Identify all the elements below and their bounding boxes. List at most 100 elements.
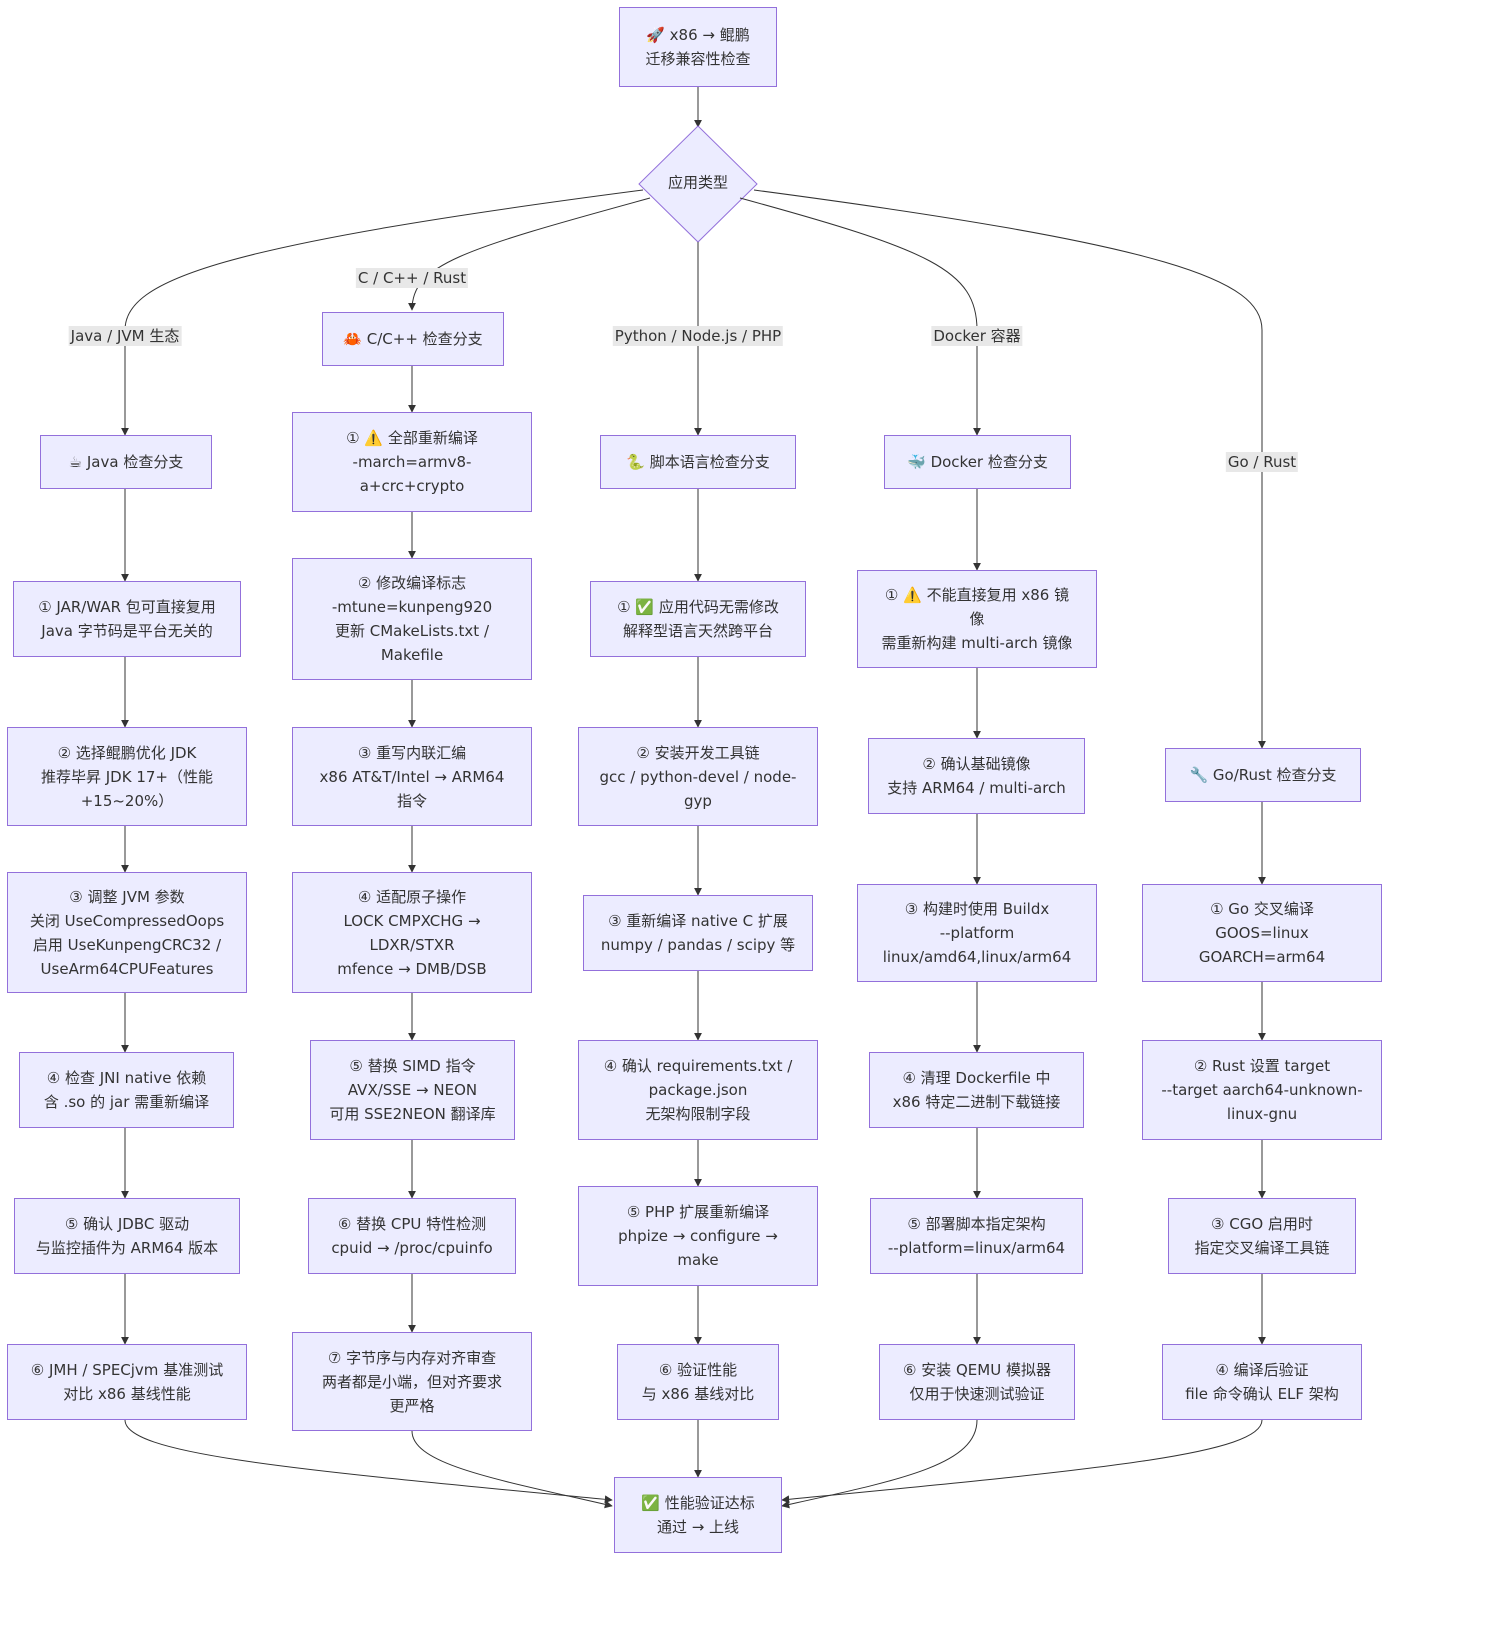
java-step-3[interactable]: ③ 调整 JVM 参数 关闭 UseCompressedOops 启用 UseK… xyxy=(7,872,247,993)
script-step-6-line-2: 与 x86 基线对比 xyxy=(641,1385,755,1403)
docker-step-6[interactable]: ⑥ 安装 QEMU 模拟器 仅用于快速测试验证 xyxy=(879,1344,1075,1420)
java-step-3-line-1: ③ 调整 JVM 参数 xyxy=(69,887,185,906)
c-step-5[interactable]: ⑤ 替换 SIMD 指令 AVX/SSE → NEON 可用 SSE2NEON … xyxy=(310,1040,515,1140)
c-step-4[interactable]: ④ 适配原子操作 LOCK CMPXCHG → LDXR/STXR mfence… xyxy=(292,872,532,993)
java-step-6-line-1: ⑥ JMH / SPECjvm 基准测试 xyxy=(30,1361,224,1379)
edge-decision-java xyxy=(121,189,644,436)
java-step-1-line-2: Java 字节码是平台无关的 xyxy=(41,622,213,640)
java-branch-header[interactable]: ☕ Java 检查分支 xyxy=(40,435,212,489)
docker-step-5[interactable]: ⑤ 部署脚本指定架构 --platform=linux/arm64 xyxy=(870,1198,1083,1274)
end-line-2: 通过 → 上线 xyxy=(656,1518,740,1536)
docker-step-1-line-1: ① ⚠️ 不能直接复用 x86 镜 xyxy=(884,586,1070,604)
edge-java-end xyxy=(124,1419,613,1504)
docker-step-3[interactable]: ③ 构建时使用 Buildx --platform linux/amd64,li… xyxy=(857,884,1097,982)
go-step-2[interactable]: ② Rust 设置 target --target aarch64-unknow… xyxy=(1142,1040,1382,1140)
script-step-3[interactable]: ③ 重新编译 native C 扩展 numpy / pandas / scip… xyxy=(583,895,813,971)
script-step-6[interactable]: ⑥ 验证性能 与 x86 基线对比 xyxy=(617,1344,779,1420)
edge-label-docker: Docker 容器 xyxy=(931,326,1023,346)
decision-label: 应用类型 xyxy=(667,173,729,192)
edge-decision-docker xyxy=(739,197,981,436)
go-step-1-line-2: GOOS=linux xyxy=(1215,924,1309,942)
edge-label-script: Python / Node.js / PHP xyxy=(612,326,784,346)
script-step-1-line-1: ① ✅ 应用代码无需修改 xyxy=(617,598,779,616)
java-step-4-line-2: 含 .so 的 jar 需重新编译 xyxy=(43,1093,210,1111)
c-step-5-line-1: ⑤ 替换 SIMD 指令 xyxy=(349,1057,476,1075)
docker-step-1-line-2: 像 xyxy=(969,610,985,628)
c-branch-header[interactable]: 🦀 C/C++ 检查分支 xyxy=(322,312,504,366)
docker-step-1[interactable]: ① ⚠️ 不能直接复用 x86 镜 像 需重新构建 multi-arch 镜像 xyxy=(857,570,1097,668)
java-step-1[interactable]: ① JAR/WAR 包可直接复用 Java 字节码是平台无关的 xyxy=(13,581,241,657)
script-step-2-line-3: gyp xyxy=(684,791,712,810)
docker-step-2[interactable]: ② 确认基础镜像 支持 ARM64 / multi-arch xyxy=(868,738,1085,814)
c-step-2-line-4: Makefile xyxy=(380,646,444,664)
go-step-1[interactable]: ① Go 交叉编译 GOOS=linux GOARCH=arm64 xyxy=(1142,884,1382,982)
go-step-4-line-1: ④ 编译后验证 xyxy=(1215,1361,1309,1379)
script-step-1-line-2: 解释型语言天然跨平台 xyxy=(622,622,773,640)
go-step-3-line-1: ③ CGO 启用时 xyxy=(1211,1215,1313,1233)
start-line-1: 🚀 x86 → 鲲鹏 xyxy=(646,26,750,44)
c-step-1-line-1: ① ⚠️ 全部重新编译 xyxy=(346,429,478,447)
script-step-6-line-1: ⑥ 验证性能 xyxy=(658,1361,738,1379)
go-step-2-line-1: ② Rust 设置 target xyxy=(1193,1057,1331,1075)
c-step-5-line-3: 可用 SSE2NEON 翻译库 xyxy=(329,1105,496,1123)
java-step-6[interactable]: ⑥ JMH / SPECjvm 基准测试 对比 x86 基线性能 xyxy=(7,1344,247,1420)
go-step-3[interactable]: ③ CGO 启用时 指定交叉编译工具链 xyxy=(1168,1198,1356,1274)
c-step-6-line-1: ⑥ 替换 CPU 特性检测 xyxy=(337,1215,487,1233)
docker-step-2-line-2: 支持 ARM64 / multi-arch xyxy=(887,779,1066,797)
go-step-2-line-2: --target aarch64-unknown- xyxy=(1161,1081,1363,1099)
start-node[interactable]: 🚀 x86 → 鲲鹏 迁移兼容性检查 xyxy=(619,7,777,87)
docker-step-6-line-1: ⑥ 安装 QEMU 模拟器 xyxy=(903,1361,1051,1379)
script-step-4-line-2: package.json xyxy=(648,1081,748,1099)
c-step-2[interactable]: ② 修改编译标志 -mtune=kunpeng920 更新 CMakeLists… xyxy=(292,558,532,680)
go-branch-header[interactable]: 🔧 Go/Rust 检查分支 xyxy=(1165,748,1361,802)
java-step-2-line-3: +15~20%） xyxy=(80,791,174,810)
java-step-2[interactable]: ② 选择鲲鹏优化 JDK 推荐毕昇 JDK 17+（性能 +15~20%） xyxy=(7,727,247,826)
docker-branch-header[interactable]: 🐳 Docker 检查分支 xyxy=(884,435,1071,489)
script-step-1[interactable]: ① ✅ 应用代码无需修改 解释型语言天然跨平台 xyxy=(590,581,806,657)
script-branch-header[interactable]: 🐍 脚本语言检查分支 xyxy=(600,435,796,489)
c-step-1-line-2: -march=armv8- xyxy=(352,453,472,471)
c-header-line-1: 🦀 C/C++ 检查分支 xyxy=(343,330,483,348)
c-step-4-line-3: LDXR/STXR xyxy=(369,935,455,954)
docker-step-3-line-2: --platform xyxy=(939,924,1015,942)
c-step-6[interactable]: ⑥ 替换 CPU 特性检测 cpuid → /proc/cpuinfo xyxy=(308,1198,516,1274)
script-step-2-line-1: ② 安装开发工具链 xyxy=(636,743,760,762)
c-step-7[interactable]: ⑦ 字节序与内存对齐审查 两者都是小端，但对齐要求 更严格 xyxy=(292,1332,532,1431)
script-step-5[interactable]: ⑤ PHP 扩展重新编译 phpize → configure → make xyxy=(578,1186,818,1286)
edge-c-end xyxy=(411,1430,613,1509)
edge-label-go: Go / Rust xyxy=(1225,452,1299,472)
script-header-line-1: 🐍 脚本语言检查分支 xyxy=(626,453,770,471)
end-line-1: ✅ 性能验证达标 xyxy=(641,1494,755,1512)
java-step-5-line-2: 与监控插件为 ARM64 版本 xyxy=(35,1239,219,1257)
docker-step-2-line-1: ② 确认基础镜像 xyxy=(922,755,1031,773)
java-header-line-1: ☕ Java 检查分支 xyxy=(68,453,184,471)
edge-decision-c xyxy=(408,197,651,311)
script-step-4-line-3: 无架构限制字段 xyxy=(645,1105,751,1123)
end-node[interactable]: ✅ 性能验证达标 通过 → 上线 xyxy=(614,1477,782,1553)
script-step-4[interactable]: ④ 确认 requirements.txt / package.json 无架构… xyxy=(578,1040,818,1140)
script-step-5-line-2: phpize → configure → xyxy=(618,1227,778,1245)
go-step-1-line-1: ① Go 交叉编译 xyxy=(1210,900,1314,918)
java-step-4[interactable]: ④ 检查 JNI native 依赖 含 .so 的 jar 需重新编译 xyxy=(19,1052,234,1128)
java-step-5[interactable]: ⑤ 确认 JDBC 驱动 与监控插件为 ARM64 版本 xyxy=(14,1198,240,1274)
java-step-2-line-2: 推荐毕昇 JDK 17+（性能 xyxy=(40,767,213,786)
go-step-4[interactable]: ④ 编译后验证 file 命令确认 ELF 架构 xyxy=(1162,1344,1362,1420)
script-step-2[interactable]: ② 安装开发工具链 gcc / python-devel / node- gyp xyxy=(578,727,818,826)
java-step-3-line-4: UseArm64CPUFeatures xyxy=(40,959,214,978)
edge-label-java: Java / JVM 生态 xyxy=(68,326,182,346)
c-step-3-line-1: ③ 重写内联汇编 xyxy=(357,743,467,762)
docker-step-3-line-3: linux/amd64,linux/arm64 xyxy=(882,948,1072,966)
script-step-3-line-1: ③ 重新编译 native C 扩展 xyxy=(608,912,788,930)
c-step-4-line-2: LOCK CMPXCHG → xyxy=(343,911,481,930)
script-step-4-line-1: ④ 确认 requirements.txt / xyxy=(603,1057,793,1075)
c-step-3[interactable]: ③ 重写内联汇编 x86 AT&T/Intel → ARM64 指令 xyxy=(292,727,532,826)
c-step-6-line-2: cpuid → /proc/cpuinfo xyxy=(331,1239,493,1257)
go-step-4-line-2: file 命令确认 ELF 架构 xyxy=(1185,1385,1339,1403)
docker-step-3-line-1: ③ 构建时使用 Buildx xyxy=(904,900,1050,918)
c-step-1[interactable]: ① ⚠️ 全部重新编译 -march=armv8- a+crc+crypto xyxy=(292,412,532,512)
go-step-1-line-3: GOARCH=arm64 xyxy=(1198,948,1326,966)
c-step-4-line-4: mfence → DMB/DSB xyxy=(337,959,487,978)
c-step-4-line-1: ④ 适配原子操作 xyxy=(357,887,467,906)
docker-step-4[interactable]: ④ 清理 Dockerfile 中 x86 特定二进制下载链接 xyxy=(869,1052,1084,1128)
c-step-5-line-2: AVX/SSE → NEON xyxy=(347,1081,478,1099)
